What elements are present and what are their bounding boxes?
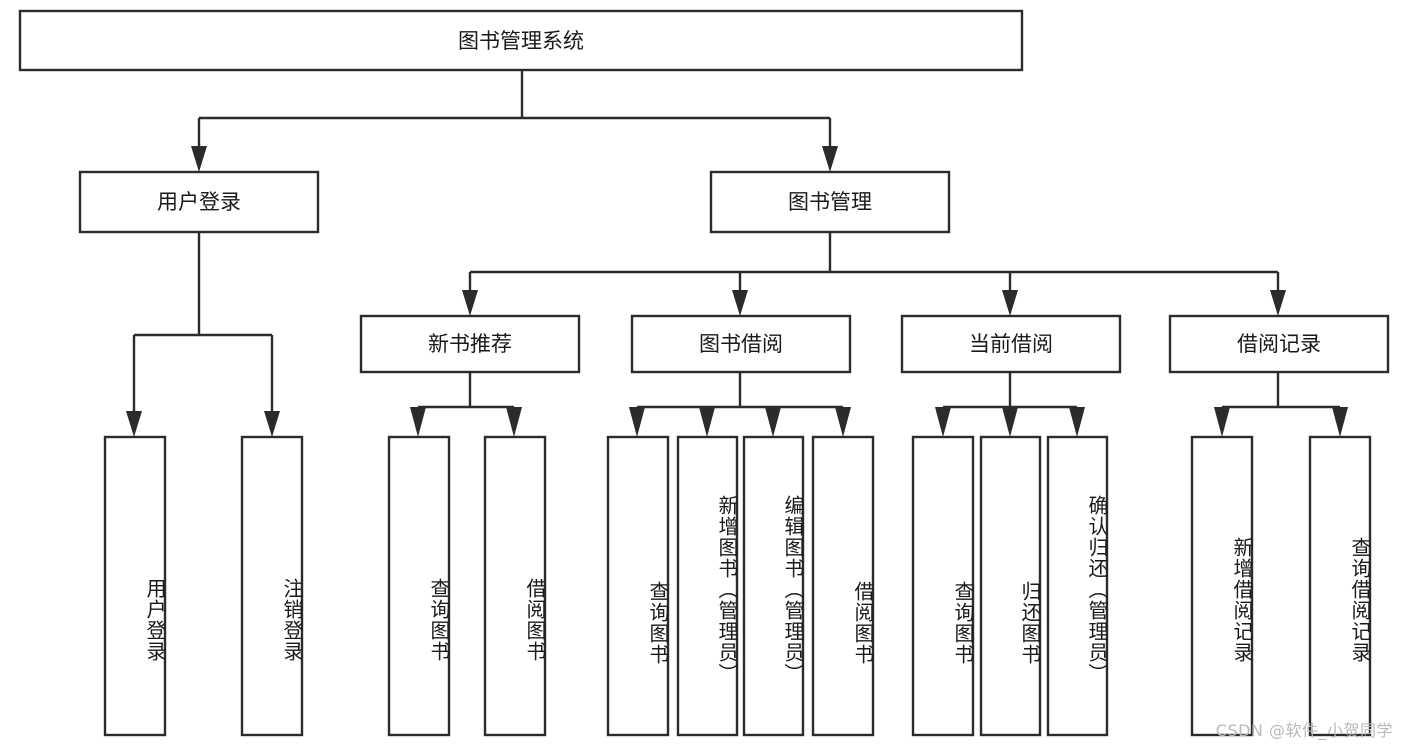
arrow-head-new-book-leaf-1 xyxy=(410,407,426,437)
arrow-head-book-borrow xyxy=(732,290,748,316)
arrow-head-book-manage xyxy=(822,146,838,172)
node-box-leaf-confirm-return[interactable] xyxy=(1046,435,1109,737)
node-box-leaf-user-login[interactable] xyxy=(103,435,167,737)
connector-group-book-borrow xyxy=(629,372,851,437)
node-box-new-book-recommend[interactable] xyxy=(359,314,581,374)
node-box-book-borrow[interactable] xyxy=(630,314,852,374)
arrow-head-book-borrow-leaf-3 xyxy=(765,407,781,437)
connector-group-current-borrow xyxy=(935,372,1085,437)
node-box-leaf-query-record[interactable] xyxy=(1308,435,1372,737)
arrow-head-borrow-record-leaf-2 xyxy=(1332,407,1348,437)
arrow-head-leaf-logout xyxy=(264,411,280,437)
node-box-leaf-query-book-2[interactable] xyxy=(606,435,670,737)
node-label-new-book-recommend: 新书推荐 xyxy=(428,332,512,356)
connector-group-borrow-record xyxy=(1214,372,1348,437)
arrow-head-current-borrow xyxy=(1002,290,1018,316)
connector-group-root xyxy=(191,70,838,172)
node-label-root: 图书管理系统 xyxy=(458,29,584,53)
node-box-borrow-record[interactable] xyxy=(1168,314,1390,374)
node-box-user-login[interactable] xyxy=(78,170,320,234)
node-box-leaf-add-record[interactable] xyxy=(1190,435,1254,737)
arrow-head-borrow-record xyxy=(1270,290,1286,316)
arrow-head-book-borrow-leaf-4 xyxy=(835,407,851,437)
node-label-borrow-record: 借阅记录 xyxy=(1237,332,1321,356)
arrow-head-user-login xyxy=(191,146,207,172)
node-box-leaf-add-book[interactable] xyxy=(676,435,739,737)
csdn-watermark: CSDN @软件_小贺同学 xyxy=(1215,721,1393,740)
arrow-head-new-book xyxy=(462,290,478,316)
node-label-user-login: 用户登录 xyxy=(157,190,241,214)
arrow-head-new-book-leaf-2 xyxy=(506,407,522,437)
connector-group-new-book xyxy=(410,372,522,437)
node-box-leaf-edit-book[interactable] xyxy=(742,435,805,737)
arrow-head-current-borrow-leaf-3 xyxy=(1069,407,1085,437)
node-box-leaf-return-book[interactable] xyxy=(979,435,1042,737)
arrow-head-current-borrow-leaf-1 xyxy=(935,407,951,437)
node-box-leaf-borrow-book-1[interactable] xyxy=(483,435,547,737)
node-box-root[interactable] xyxy=(18,9,1024,72)
arrow-head-book-borrow-leaf-2 xyxy=(699,407,715,437)
arrow-head-book-borrow-leaf-1 xyxy=(629,407,645,437)
connector-group-book-manage xyxy=(462,232,1286,316)
arrow-head-borrow-record-leaf-1 xyxy=(1214,407,1230,437)
node-box-leaf-borrow-book-2[interactable] xyxy=(811,435,875,737)
node-box-current-borrow[interactable] xyxy=(900,314,1122,374)
node-box-book-manage[interactable] xyxy=(709,170,951,234)
node-box-leaf-logout[interactable] xyxy=(240,435,304,737)
node-box-leaf-query-book-3[interactable] xyxy=(911,435,975,737)
node-box-leaf-query-book-1[interactable] xyxy=(387,435,451,737)
connector-group-user-login xyxy=(126,232,280,437)
arrow-head-current-borrow-leaf-2 xyxy=(1002,407,1018,437)
node-label-book-borrow: 图书借阅 xyxy=(699,332,783,356)
node-label-current-borrow: 当前借阅 xyxy=(969,332,1053,356)
node-label-book-manage: 图书管理 xyxy=(788,190,872,214)
arrow-head-leaf-user-login xyxy=(126,411,142,437)
